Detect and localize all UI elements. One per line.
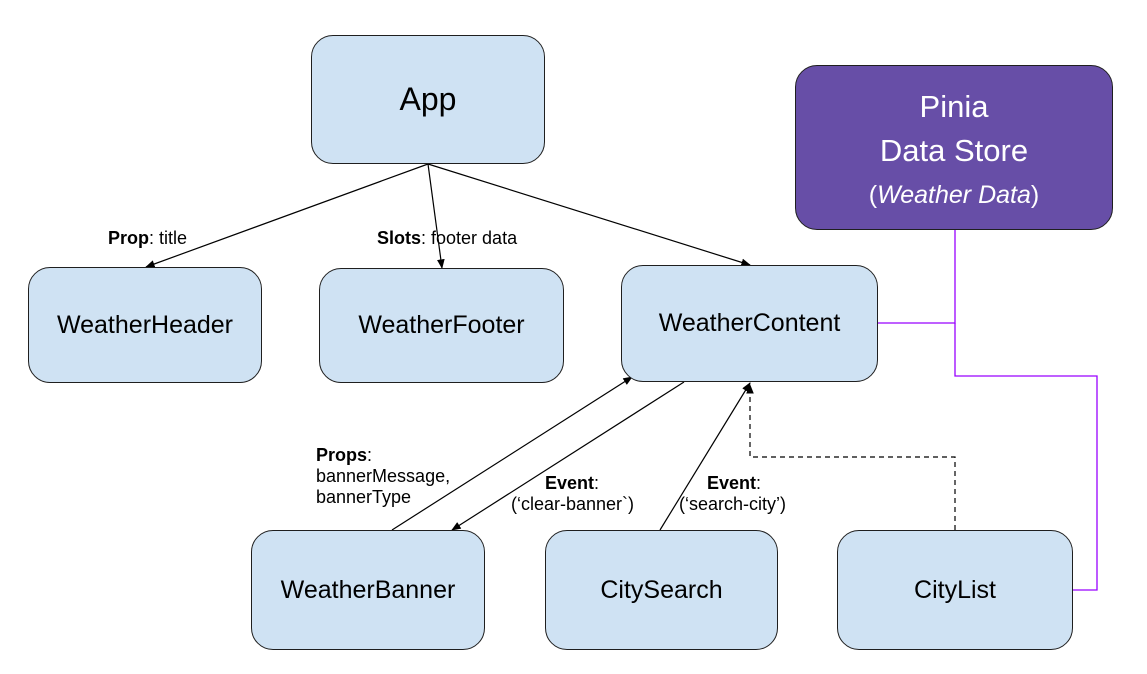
- citylist-node: CityList: [837, 530, 1073, 650]
- edge-label-slots-footer: Slots: footer data: [377, 228, 517, 249]
- citysearch-to-weathercontent-arrow: [659, 382, 751, 531]
- clear-banner-line2: (‘clear-banner`): [511, 494, 635, 514]
- citylist-to-weathercontent-dashed-arrow: [746, 384, 956, 530]
- search-city-key: Event: [707, 473, 757, 493]
- store-subtitle: (Weather Data): [869, 181, 1039, 210]
- store-subtitle-open: (: [868, 181, 878, 209]
- weatherfooter-node: WeatherFooter: [319, 268, 564, 383]
- edge-label-slots-rest: : footer data: [421, 228, 518, 248]
- store-to-weathercontent-link: [878, 230, 956, 324]
- app-to-weathercontent-arrow: [427, 163, 751, 267]
- search-city-line2: (‘search-city’): [679, 494, 787, 514]
- store-to-citylist-link: [954, 323, 1098, 591]
- edge-label-event-search-city: Event: (‘search-city’): [679, 473, 786, 515]
- edge-label-prop-key: Prop: [108, 228, 150, 248]
- store-title-line1: Pinia: [919, 89, 989, 124]
- edge-label-props-banner: Props: bannerMessage, bannerType: [316, 445, 450, 508]
- app-to-weatherfooter-arrow: [427, 163, 445, 269]
- pinia-data-store-node: Pinia Data Store (Weather Data): [795, 65, 1113, 230]
- search-city-line1: Event:: [679, 473, 786, 494]
- weatherbanner-node: WeatherBanner: [251, 530, 485, 650]
- props-banner-key: Props: [316, 445, 368, 465]
- clear-banner-line1: Event:: [511, 473, 634, 494]
- edge-label-slots-key: Slots: [377, 228, 422, 248]
- store-subtitle-close: ): [1030, 181, 1040, 209]
- edge-label-prop-rest: : title: [149, 228, 188, 248]
- search-city-rest: :: [756, 473, 762, 493]
- weathercontent-label: WeatherContent: [658, 309, 841, 337]
- props-banner-line1: Props:: [316, 445, 450, 466]
- clear-banner-key: Event: [545, 473, 595, 493]
- props-banner-line3: bannerType: [316, 487, 412, 507]
- props-banner-rest: :: [367, 445, 373, 465]
- store-title-line2: Data Store: [879, 133, 1029, 168]
- weatherheader-node: WeatherHeader: [28, 267, 262, 383]
- citysearch-node: CitySearch: [545, 530, 778, 650]
- store-subtitle-italic: Weather Data: [877, 181, 1031, 209]
- edge-label-prop-title: Prop: title: [108, 228, 187, 249]
- weathercontent-to-weatherbanner-arrow: [451, 381, 685, 531]
- clear-banner-rest: :: [594, 473, 600, 493]
- app-label: App: [399, 81, 457, 117]
- weatherfooter-label: WeatherFooter: [358, 311, 525, 339]
- app-to-weatherheader-arrow: [145, 163, 429, 268]
- weatherheader-label: WeatherHeader: [56, 310, 234, 339]
- props-banner-line2: bannerMessage,: [316, 466, 451, 486]
- weatherbanner-to-weathercontent-arrow: [391, 376, 633, 531]
- weatherbanner-label: WeatherBanner: [280, 575, 456, 604]
- citylist-label: CityList: [914, 575, 996, 604]
- app-node: App: [311, 35, 545, 164]
- weathercontent-node: WeatherContent: [621, 265, 878, 382]
- edge-label-event-clear-banner: Event: (‘clear-banner`): [511, 473, 634, 515]
- citysearch-label: CitySearch: [600, 575, 723, 604]
